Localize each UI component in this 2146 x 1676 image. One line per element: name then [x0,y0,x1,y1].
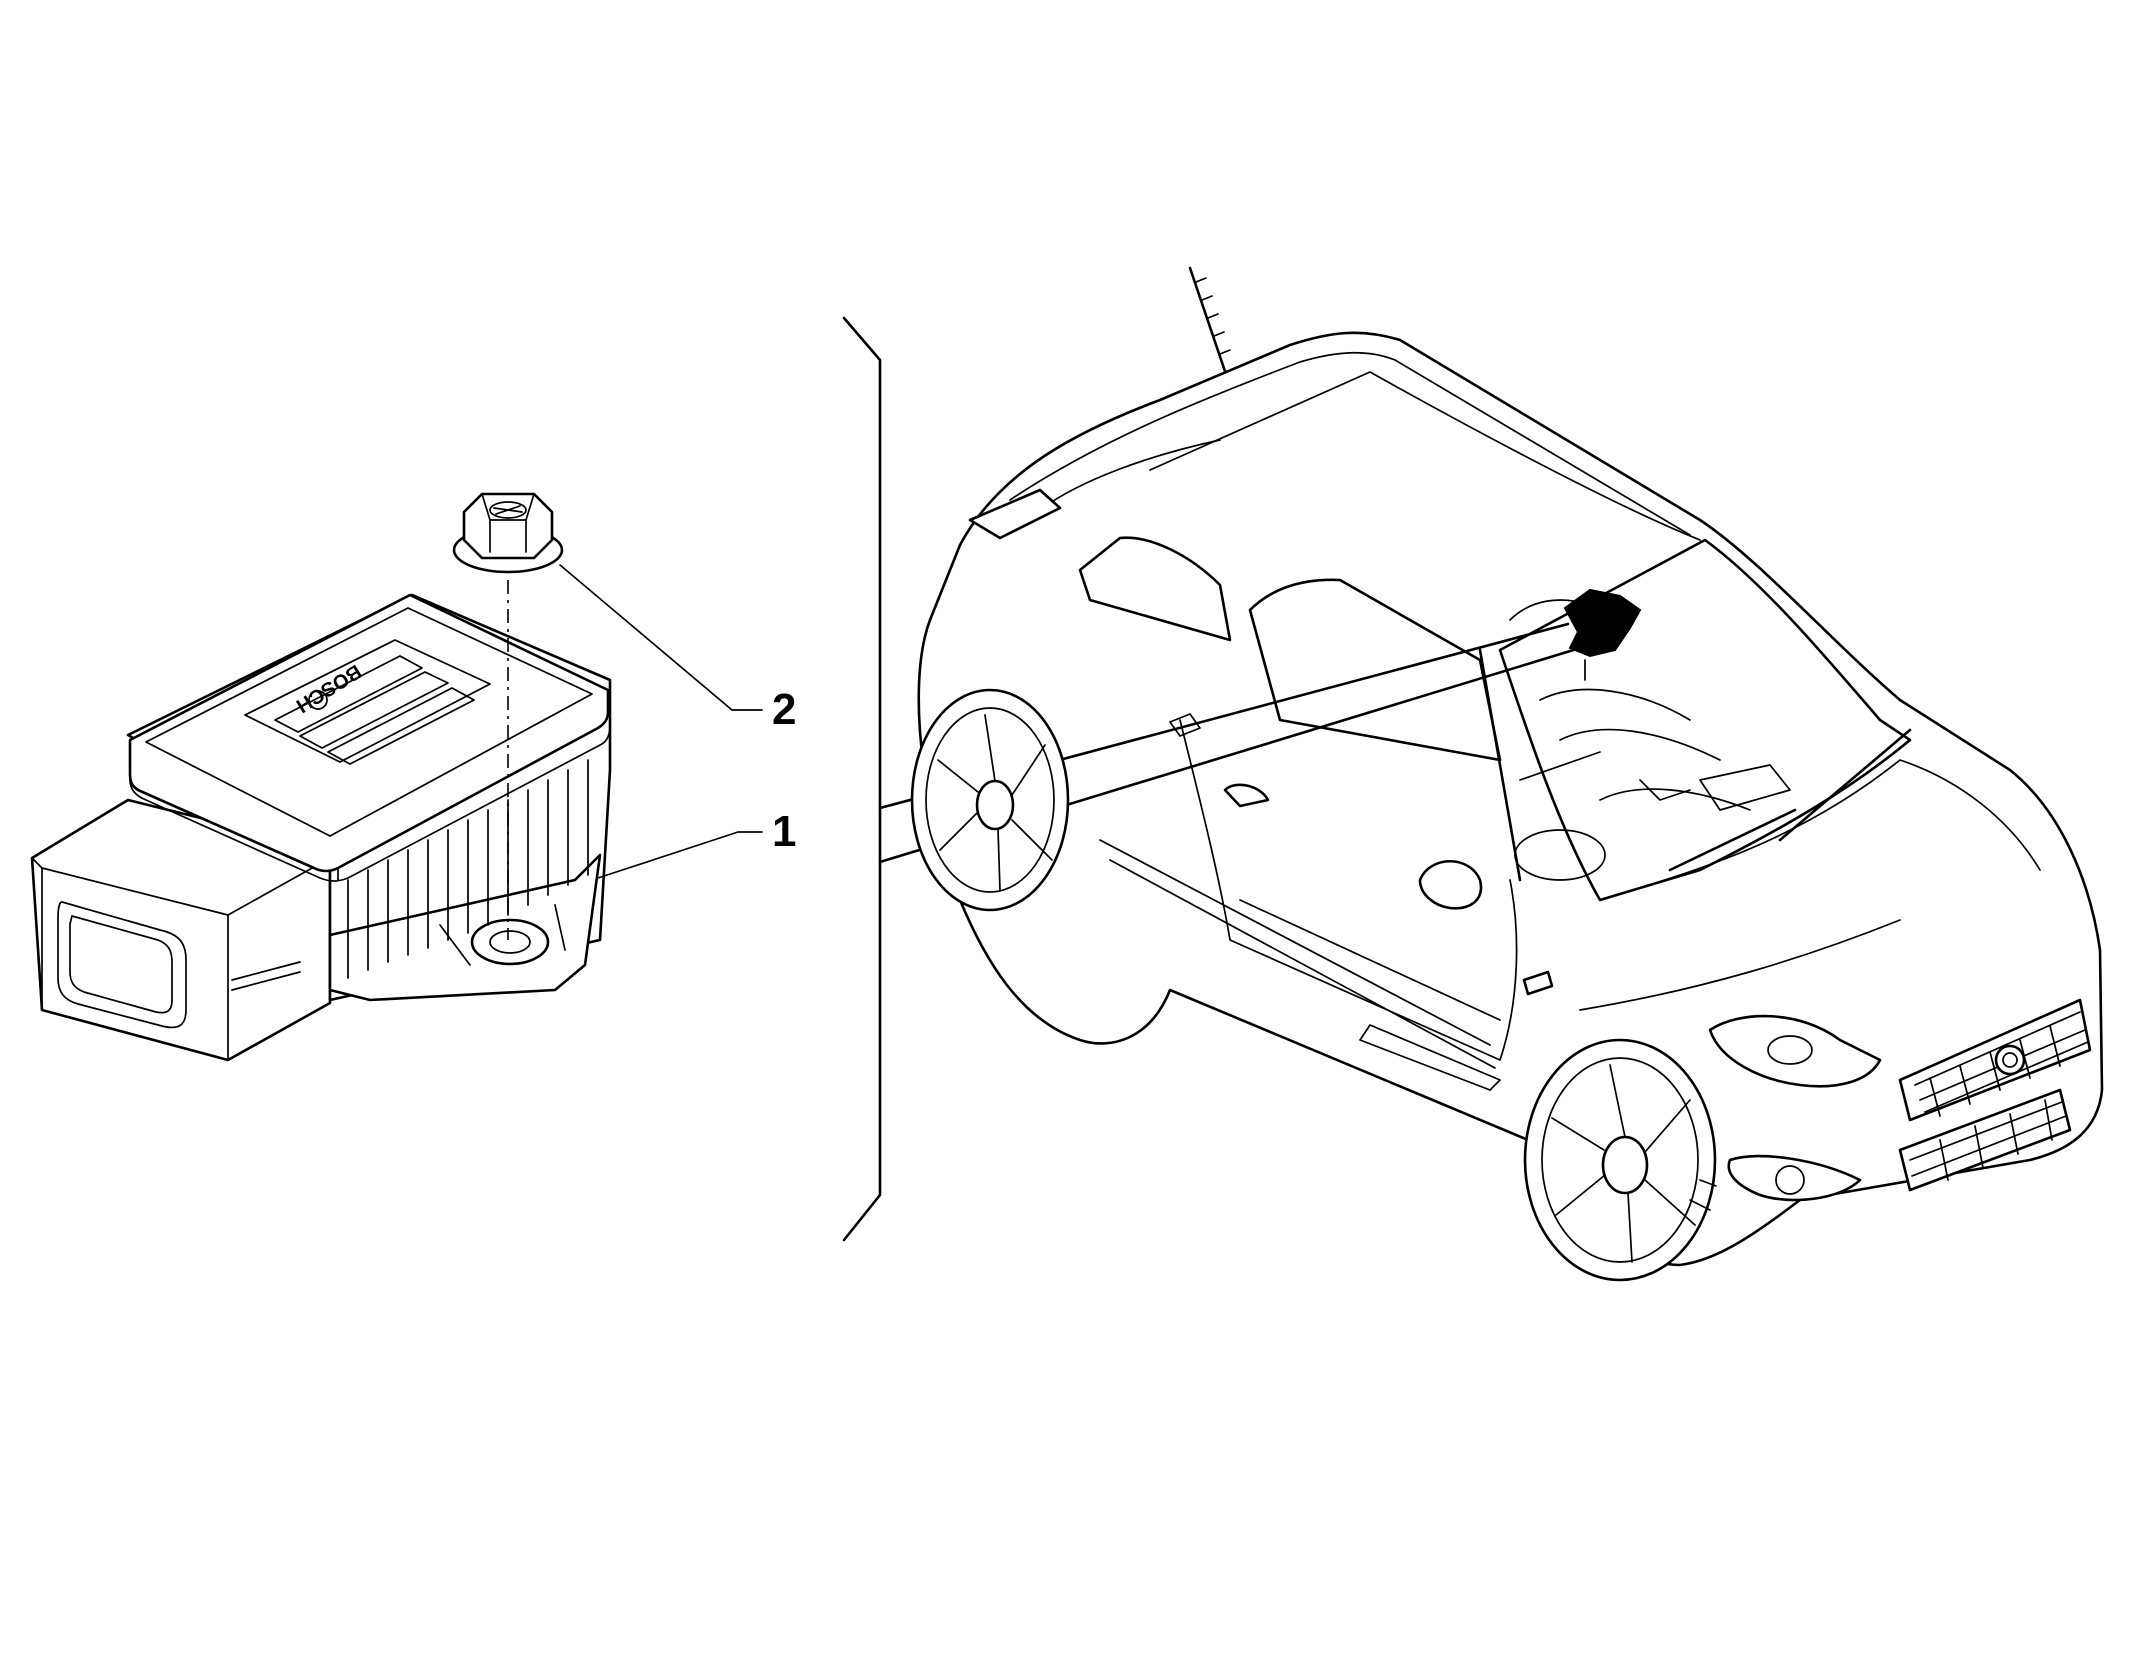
flange-nut [452,492,564,574]
car-location-view [878,266,2104,1282]
leader-line-2 [559,564,763,711]
rear-wheel [910,688,1070,912]
callout-2: 2 [772,685,796,734]
sensor-module: BOSCH [30,593,612,1062]
callout-1: 1 [772,807,796,856]
front-wheel [1523,1038,1717,1282]
leader-line-1 [597,831,763,879]
group-bracket [842,316,882,1242]
module-location-marker [1563,588,1642,658]
